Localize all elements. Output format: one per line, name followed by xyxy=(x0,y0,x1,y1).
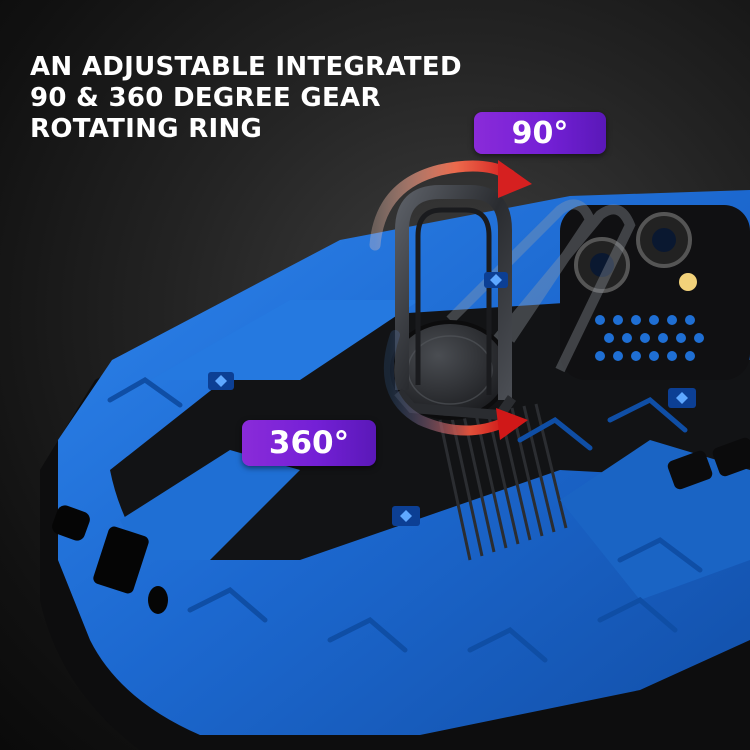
headline: AN ADJUSTABLE INTEGRATED 90 & 360 DEGREE… xyxy=(30,52,462,145)
headline-line-3: ROTATING RING xyxy=(30,114,263,144)
badge-90-label: 90° xyxy=(511,115,569,151)
bottom-ports xyxy=(52,505,168,614)
badge-90-degree: 90° xyxy=(474,112,606,154)
headline-line-2: 90 & 360 DEGREE GEAR xyxy=(30,83,381,113)
rotate-360-arrow xyxy=(383,330,510,436)
ring-motion-ghost xyxy=(446,199,636,373)
badge-360-degree: 360° xyxy=(242,420,376,466)
camera-module xyxy=(560,205,750,380)
ring-hinge xyxy=(394,388,517,421)
headline-line-1: AN ADJUSTABLE INTEGRATED xyxy=(30,52,462,82)
rotate-90-arrowhead xyxy=(498,160,532,198)
ring-stand xyxy=(395,185,512,400)
chevron-patterns xyxy=(107,377,703,663)
armor-plate-top xyxy=(150,300,420,380)
side-buttons xyxy=(667,437,750,490)
badge-360-label: 360° xyxy=(268,425,350,461)
corner-clips xyxy=(208,272,696,526)
armor-plate-left xyxy=(120,450,300,560)
camera-flash xyxy=(679,273,697,291)
rotate-90-arrow xyxy=(369,160,516,251)
rotate-360-arrowhead xyxy=(496,408,528,440)
